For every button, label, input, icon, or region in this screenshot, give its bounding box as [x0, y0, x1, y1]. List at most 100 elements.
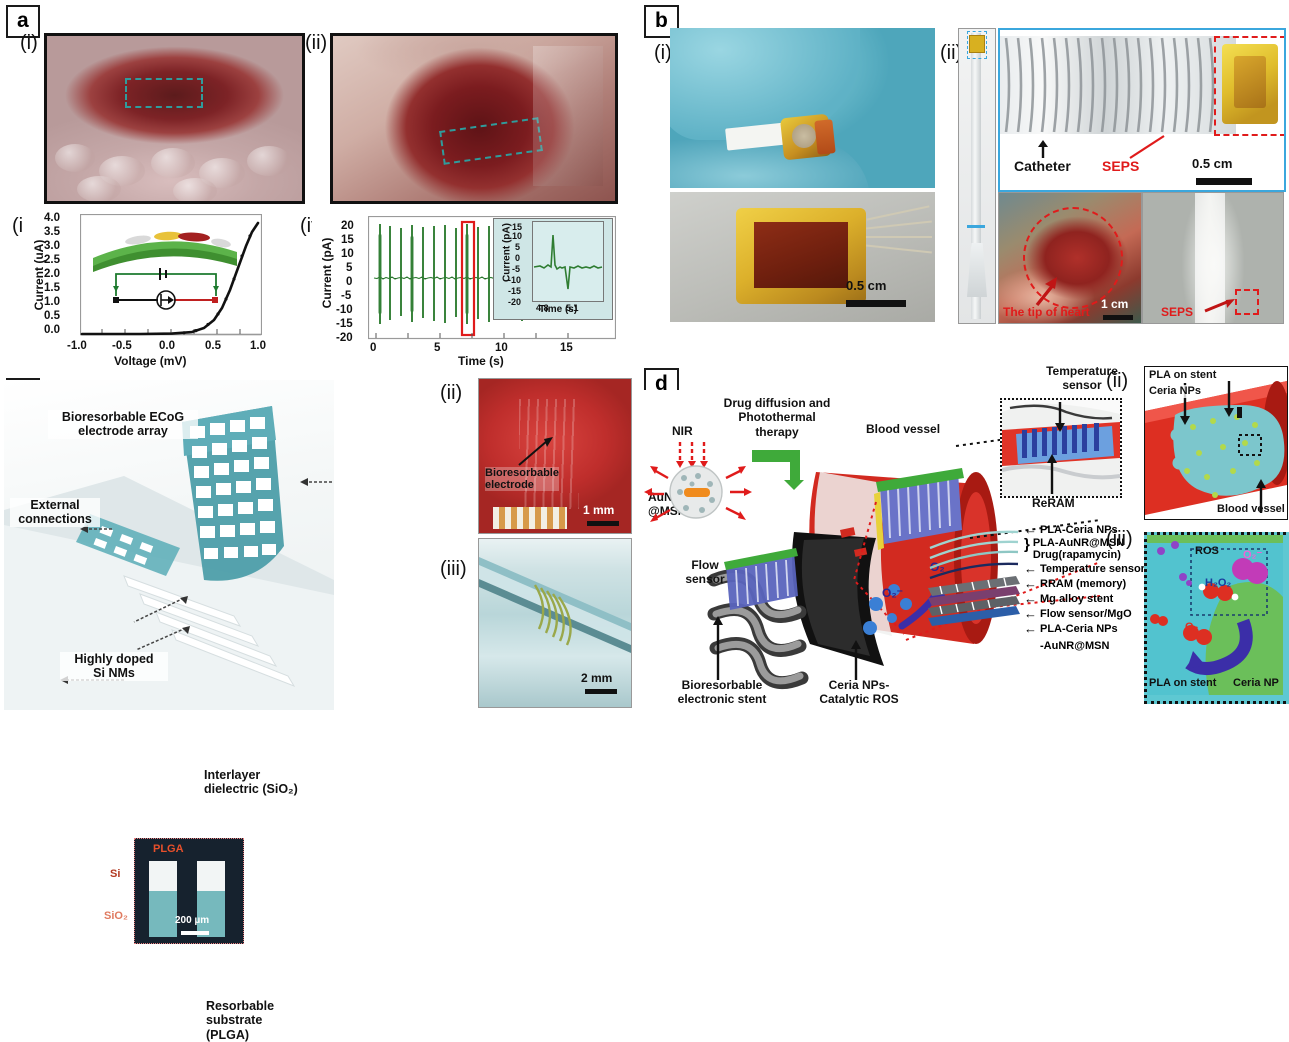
scale-label-micro: 200 µm [175, 915, 210, 926]
ytick: 15 [512, 222, 523, 232]
label-sio2: SiO₂ [104, 910, 128, 922]
layer-stack-svg [928, 530, 1020, 626]
label-drug-diffusion: Drug diffusion and Photothermal therapy [723, 396, 831, 439]
arrow-up-icon [1038, 140, 1048, 158]
scale-bar-b-i [846, 300, 906, 307]
scale-bar-c-iii [585, 689, 617, 694]
roi-dashed-teal-a-i [125, 78, 203, 108]
scale-bar-b-ii [1196, 178, 1252, 185]
ytick: 3.5 [44, 226, 60, 238]
ytick: 0 [515, 253, 521, 263]
panel-a-ii-roman: (ii) [305, 32, 328, 54]
inset-xlabel: Time (s) [539, 304, 578, 315]
d-iii-svg [1147, 535, 1283, 695]
coil-overlay [1004, 37, 1215, 133]
roi-dashed-red-heart [1023, 207, 1123, 309]
stack-legend-item: RRAM (memory) [1040, 577, 1127, 590]
arrow-seps-xray [1204, 299, 1235, 313]
label-bes: Bioresorbable electronic stent (BES) [677, 678, 767, 708]
stack-legend-item: Temperature sensor [1040, 562, 1145, 575]
label-external-connections: External connections [10, 498, 100, 527]
label-si: Si [110, 868, 121, 880]
label-bioresorbable-electrode: Bioresorbable electrode [485, 467, 559, 491]
photo-c-iii: 2 mm [478, 538, 632, 708]
arrow-left-icon: ← [1024, 522, 1037, 537]
scale-label-b-ii: 0.5 cm [1192, 156, 1233, 171]
panel-b: b (i) (ii) 0.5 cm [640, 0, 1289, 356]
ytick: -10 [336, 304, 353, 316]
label-pla-on-stent-iii: PLA on stent [1149, 677, 1217, 689]
label-flow-sensor: Flow sensor [685, 558, 725, 587]
layer-stack-graphic [926, 526, 1022, 630]
panel-d-ii-roman: (ii) [1106, 370, 1129, 392]
chart-a-iv-inset: Current (pA) -20 -15 -10 -5 0 5 10 15 4.… [493, 218, 613, 320]
xtick: 0 [370, 342, 377, 354]
label-o2-minus-d-i: O₂⁻ [882, 586, 903, 600]
xtick: 0.0 [159, 340, 175, 352]
roi-dashed-red-xray [1235, 289, 1259, 315]
chart-a-iii: Current (uA) 0.0 0.5 1.0 1.5 2.0 2.5 3.0… [22, 208, 292, 368]
chart-a-iv: Current (pA) -20 -15 -10 -5 0 5 10 15 20 [312, 208, 628, 368]
label-ceria-np-iii: Ceria NP [1233, 677, 1279, 689]
stack-legend-item: Drug(rapamycin) [1032, 549, 1121, 561]
ytick: 2.0 [44, 268, 60, 280]
chart-a-iii-xlabel: Voltage (mV) [114, 354, 187, 368]
panel-b-i-roman: (i) [654, 42, 672, 64]
label-tip-of-heart: The tip of heart [1003, 305, 1090, 319]
scale-bar-heart [1103, 315, 1133, 320]
roi-red-box [460, 220, 476, 337]
ytick: -10 [508, 275, 522, 285]
panel-c: c (i) [0, 356, 632, 1042]
roi-dashed-red-b-ii [1214, 36, 1284, 136]
label-o2: O₂ [1185, 621, 1199, 633]
scale-bar-micro [181, 931, 209, 935]
xtick: 1.0 [250, 340, 266, 352]
label-ceria-nps: Ceria NPs [1149, 385, 1201, 399]
stack-legend-item: PLA-Ceria NPs [1040, 622, 1118, 635]
photo-d-iii: ROS O₂⁻ H₂O₂ O₂ PLA on stent Ceria NP [1144, 532, 1289, 704]
label-ros: ROS [1195, 545, 1219, 557]
panel-a: a (i) (ii) (iii) Current (uA) 0.0 0.5 1.… [0, 0, 632, 368]
stack-legend-item: Flow sensor/MgO [1040, 607, 1132, 620]
ytick: -15 [336, 318, 353, 330]
scale-bar-c-ii [587, 521, 619, 526]
xtick: -1.0 [67, 340, 87, 352]
panel-b-ii-roman: (ii) [940, 42, 963, 64]
scale-label-c-iii: 2 mm [581, 671, 613, 685]
photo-c-ii: Bioresorbable electrode 1 mm [478, 378, 632, 534]
d-ii-svg [1145, 381, 1287, 515]
ytick: -15 [508, 286, 522, 296]
photo-b-i-bottom: 0.5 cm [670, 192, 935, 322]
arrow-left-icon: ← [1024, 561, 1037, 576]
arrow-left-icon: ← [1024, 576, 1037, 591]
arrow-left-icon: ← [1024, 621, 1037, 636]
chart-a-iv-ylabel: Current (pA) [320, 237, 334, 309]
label-si-nms: Highly doped Si NMs [60, 652, 168, 681]
label-nir: NIR [672, 424, 693, 438]
ytick: 5 [515, 242, 521, 252]
label-seps-xray: SEPS [1161, 305, 1194, 319]
glass-rod-svg [479, 557, 631, 653]
panel-c-iii-roman: (iii) [440, 558, 467, 580]
photo-b-i-top [670, 28, 935, 188]
label-h2o2: H₂O₂ [1205, 577, 1232, 589]
chart-a-iv-xlabel: Time (s) [458, 354, 504, 368]
inset-circuit-schematic [113, 268, 219, 310]
panel-a-i-roman: (i) [20, 32, 38, 54]
ytick: -20 [508, 297, 522, 307]
ytick: 0.0 [44, 324, 60, 336]
xtick: 0.5 [205, 340, 221, 352]
photo-b-ii-xray: SEPS [1142, 192, 1284, 324]
brace-icon: } [1024, 536, 1030, 553]
label-catheter: Catheter [1014, 158, 1071, 174]
arrow-bioresorbable-electrode [518, 437, 553, 466]
label-ceria-ros: Ceria NPs- Catalytic ROS scavenging [819, 678, 899, 708]
roi-dotted-d-ii [1238, 434, 1262, 456]
photo-b-ii-catheter-full [958, 28, 996, 324]
label-ecog-array: Bioresorbable ECoG electrode array [48, 410, 198, 439]
ytick: 10 [512, 231, 523, 241]
photo-a-i [44, 33, 305, 204]
xtick: 5 [434, 342, 441, 354]
photo-b-ii-heart: The tip of heart 1 cm [998, 192, 1142, 324]
